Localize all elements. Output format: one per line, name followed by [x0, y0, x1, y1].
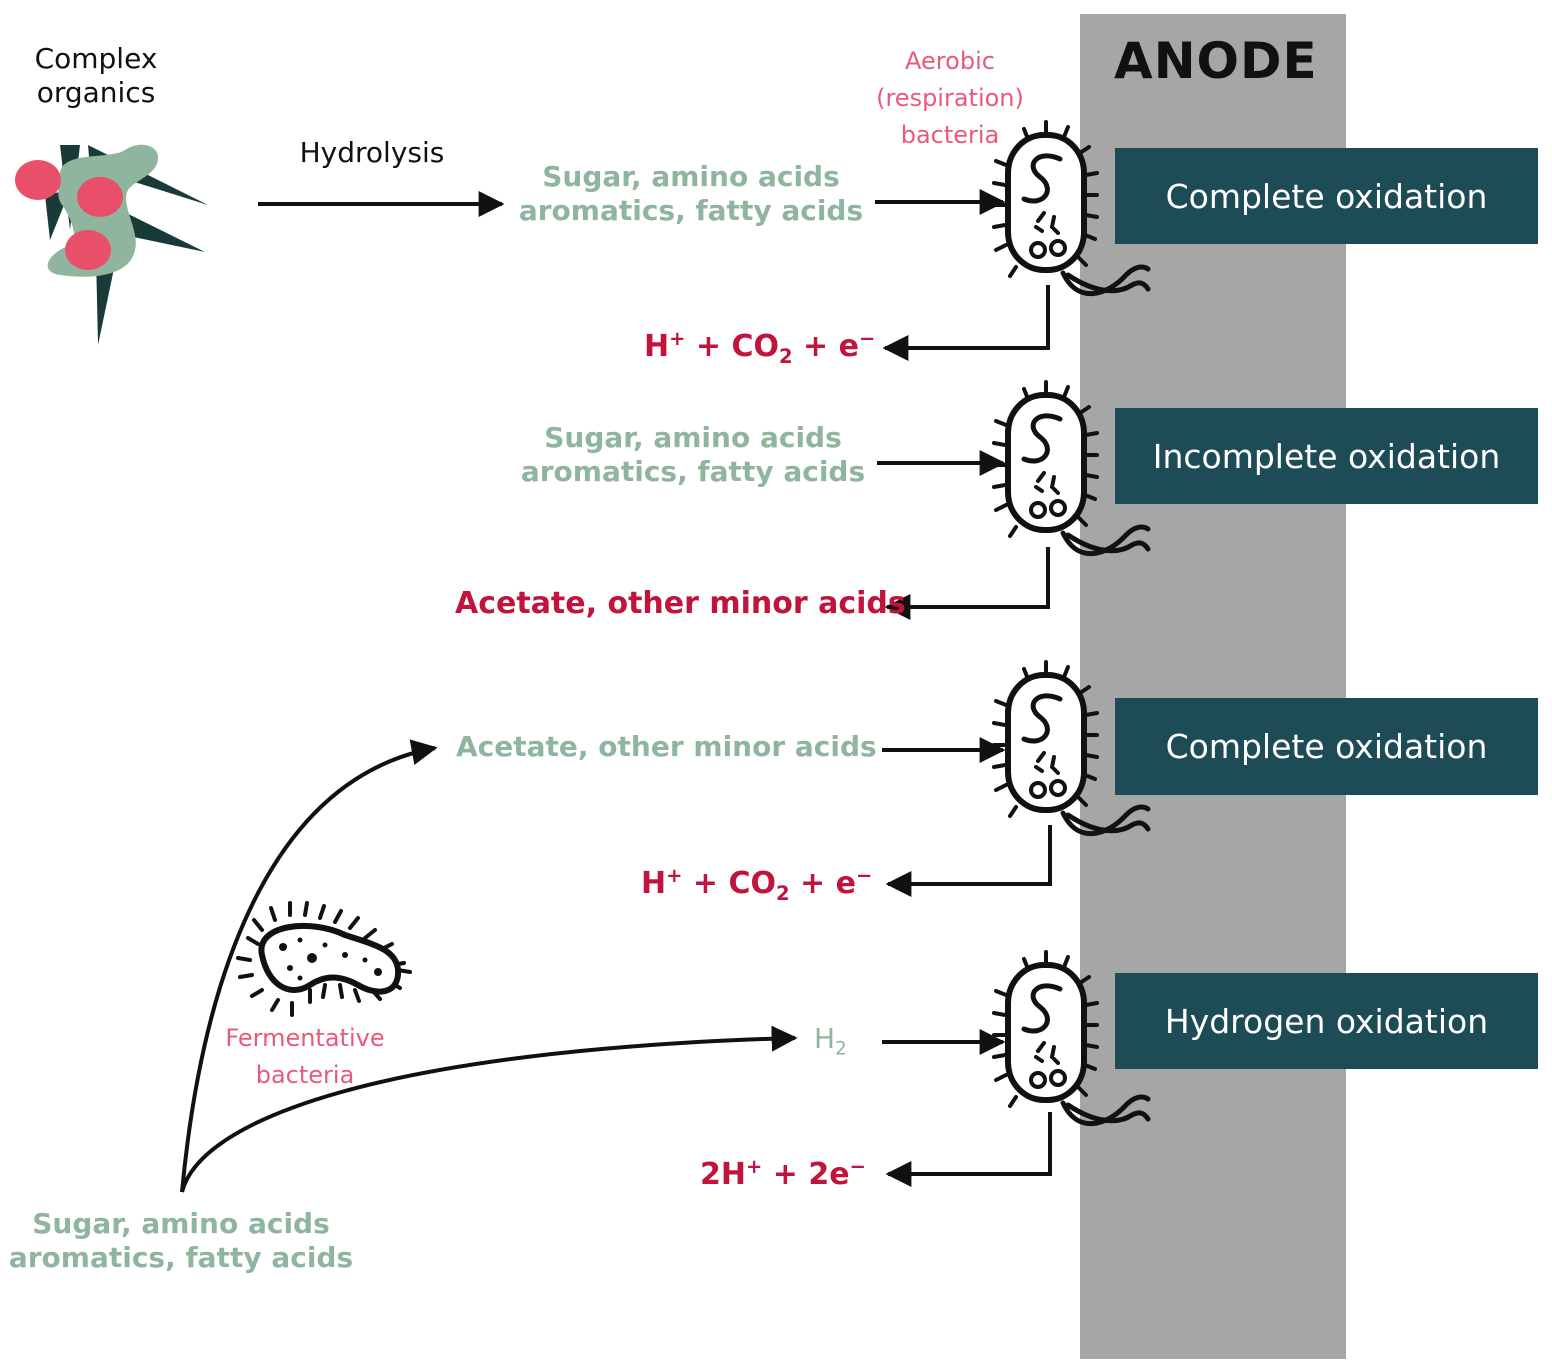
fermentative-bacteria-line2: bacteria — [255, 1061, 355, 1090]
row1-product: H+ + CO2 + e− — [644, 327, 875, 368]
row2-substrate: Sugar, amino acids aromatics, fatty acid… — [518, 421, 868, 488]
product-part: 2 — [779, 345, 793, 368]
fermentative-bacterium-icon — [236, 901, 412, 1017]
product-part: − — [858, 327, 876, 350]
row3-product: H+ + CO2 + e− — [641, 864, 872, 905]
fermentative-bacteria-label: Fermentative bacteria — [205, 1020, 405, 1094]
product-part: + CO — [682, 866, 776, 901]
product-part: + — [669, 327, 686, 350]
row4-product: 2H+ + 2e− — [700, 1155, 866, 1193]
substrate-line2: aromatics, fatty acids — [520, 454, 866, 488]
product-part: H — [644, 329, 670, 364]
process-box-incomplete-oxidation: Incomplete oxidation — [1115, 408, 1538, 504]
aerobic-bacteria-line3: bacteria — [900, 121, 1000, 150]
product-part: + CO — [685, 329, 779, 364]
aerobic-bacteria-label: Aerobic (respiration) bacteria — [850, 43, 1050, 155]
complex-organics-line1: Complex — [34, 42, 158, 75]
row4-output-arrow — [885, 1112, 1052, 1187]
substrate-line2: aromatics, fatty acids — [518, 193, 864, 227]
row3-output-arrow — [885, 825, 1052, 897]
process-label: Complete oxidation — [1165, 176, 1488, 216]
substrate-line1: Sugar, amino acids — [544, 421, 842, 454]
product-part: − — [855, 864, 873, 887]
aerobic-bacteria-line1: Aerobic — [905, 47, 995, 75]
process-label: Hydrogen oxidation — [1164, 1001, 1489, 1041]
process-box-complete-oxidation: Complete oxidation — [1115, 698, 1538, 795]
process-box-hydrogen-oxidation: Hydrogen oxidation — [1115, 973, 1538, 1069]
process-box-complete-oxidation: Complete oxidation — [1115, 148, 1538, 244]
source-line1: Sugar, amino acids — [32, 1207, 330, 1240]
product-part: − — [849, 1155, 866, 1178]
product-part: 2H — [700, 1157, 746, 1192]
product-part: + e — [789, 866, 856, 901]
fermentative-bacteria-line1: Fermentative — [225, 1024, 385, 1052]
complex-organics-line2: organics — [36, 75, 156, 109]
hydrolysis-label: Hydrolysis — [299, 136, 445, 169]
row4-substrate: H2 — [814, 1022, 847, 1060]
complex-organics-label: Complex organics — [16, 42, 176, 109]
process-label: Complete oxidation — [1165, 727, 1488, 766]
row3-substrate: Acetate, other minor acids — [456, 730, 877, 763]
row1-substrate: Sugar, amino acids aromatics, fatty acid… — [516, 160, 866, 227]
row2-product: Acetate, other minor acids — [455, 586, 906, 621]
row1-output-arrow — [882, 285, 1050, 361]
product-part: + — [666, 864, 683, 887]
anode-label: ANODE — [1114, 32, 1318, 90]
substrate-line1: Sugar, amino acids — [542, 160, 840, 193]
fermentation-source: Sugar, amino acids aromatics, fatty acid… — [6, 1207, 356, 1274]
product-part: H — [641, 866, 667, 901]
product-part: + 2e — [762, 1157, 850, 1192]
product-part: + e — [792, 329, 859, 364]
process-label: Incomplete oxidation — [1152, 436, 1501, 476]
row2-output-arrow — [884, 547, 1050, 620]
substrate-part: 2 — [835, 1038, 847, 1060]
substrate-part: H — [814, 1022, 836, 1055]
source-line2: aromatics, fatty acids — [8, 1240, 354, 1274]
product-part: + — [745, 1155, 763, 1178]
aerobic-bacteria-line2: (respiration) — [876, 84, 1024, 113]
fermentation-to-h2-arrow — [180, 1025, 798, 1193]
fermentation-to-acetate-arrow — [180, 739, 438, 1193]
product-part: 2 — [776, 882, 790, 905]
complex-organics-icon — [15, 144, 208, 345]
